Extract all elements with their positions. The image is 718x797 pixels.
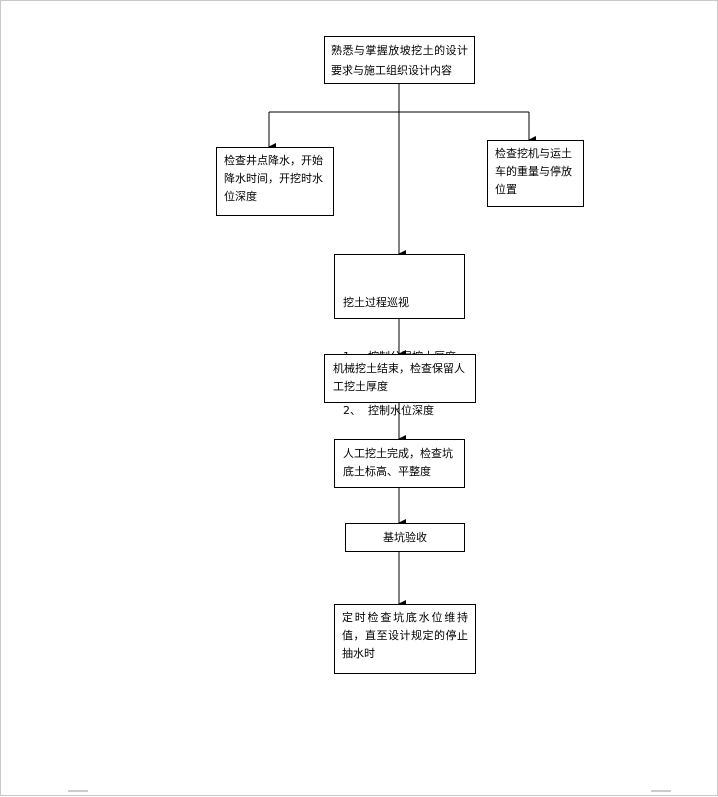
node-manual-end: 人工挖土完成，检查坑底土标高、平整度 bbox=[334, 439, 465, 488]
patrol-line-title: 挖土过程巡视 bbox=[343, 296, 409, 309]
node-patrol: 挖土过程巡视 1、 控制分层挖土厚度 2、 控制水位深度 bbox=[334, 254, 465, 417]
node-machine: 检查挖机与运土车的重量与停放位置 bbox=[487, 140, 584, 207]
node-dewater: 检查井点降水，开始降水时间，开挖时水位深度 bbox=[216, 147, 334, 216]
node-mech-end: 机械挖土结束，检查保留人工挖土厚度 bbox=[324, 354, 476, 403]
node-acceptance: 基坑验收 bbox=[345, 523, 465, 552]
node-monitor: 定时检查坑底水位维持值，直至设计规定的停止抽水时 bbox=[334, 604, 476, 674]
node-start: 熟悉与掌握放坡挖土的设计要求与施工组织设计内容 bbox=[324, 36, 475, 84]
patrol-line-2: 2、 控制水位深度 bbox=[343, 404, 434, 417]
